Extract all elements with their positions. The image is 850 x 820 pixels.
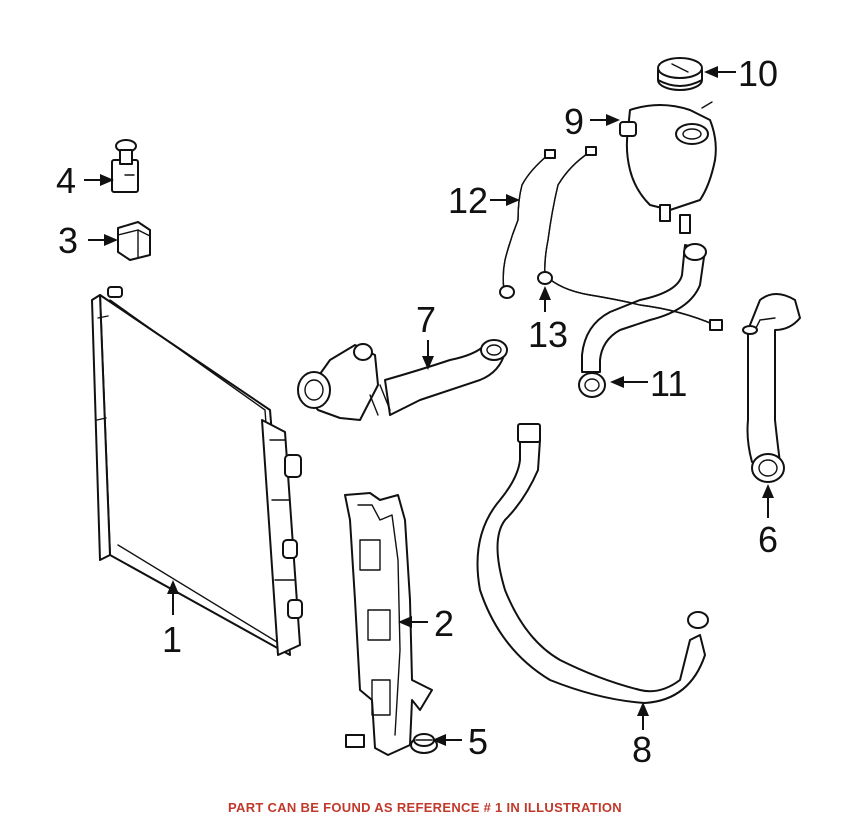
callout-5: 5 (468, 721, 488, 762)
callout-2: 2 (434, 603, 454, 644)
hose-eleven-part[interactable] (578, 243, 707, 398)
line-twelve-part[interactable] (499, 149, 556, 299)
plug-part[interactable] (410, 733, 438, 754)
right-hose-part[interactable] (742, 293, 801, 483)
callout-3: 3 (58, 220, 78, 261)
callout-1: 1 (162, 619, 182, 660)
line-thirteen-part[interactable] (537, 146, 723, 331)
callout-7: 7 (416, 299, 436, 340)
thermostat-hose-part[interactable] (297, 339, 508, 421)
clip-part[interactable] (111, 139, 139, 193)
callout-6: 6 (758, 519, 778, 560)
reference-note: PART CAN BE FOUND AS REFERENCE # 1 IN IL… (228, 800, 622, 815)
leader-arrows (84, 66, 774, 746)
callout-9: 9 (564, 101, 584, 142)
expansion-tank-part[interactable] (619, 101, 717, 234)
tank-cap-part[interactable] (657, 57, 703, 91)
air-guide-bracket-part[interactable] (344, 492, 433, 756)
mount-part[interactable] (117, 221, 151, 261)
radiator-part[interactable] (91, 286, 303, 656)
callout-4: 4 (56, 160, 76, 201)
callout-12: 12 (448, 180, 488, 221)
callout-10: 10 (738, 53, 778, 94)
callout-11: 11 (650, 363, 687, 404)
callout-13: 13 (528, 314, 568, 355)
long-hose-part[interactable] (476, 423, 709, 704)
callout-8: 8 (632, 729, 652, 770)
